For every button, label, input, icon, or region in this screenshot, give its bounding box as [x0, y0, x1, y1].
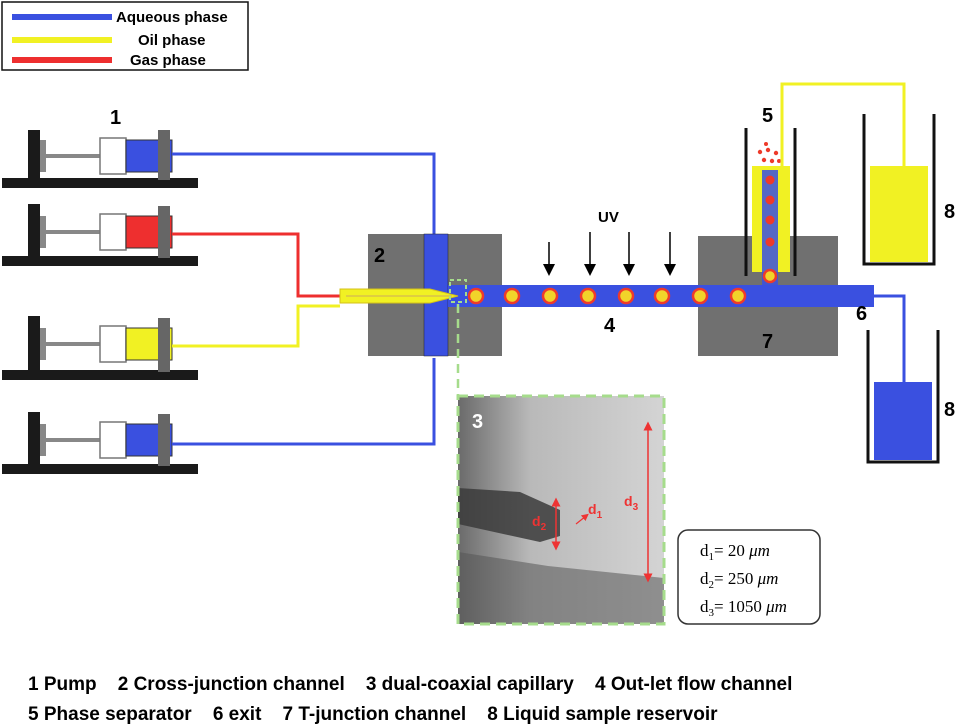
legend-item-gas: Gas phase	[12, 52, 206, 69]
syringe-pump-aqueous-2	[2, 412, 198, 474]
droplet	[653, 287, 671, 305]
inset-border	[456, 394, 666, 626]
droplet	[503, 287, 521, 305]
separator-droplet	[765, 215, 775, 225]
reservoir-aqueous-fill	[874, 382, 932, 460]
tube-oil-return	[780, 82, 906, 170]
tube-exit	[874, 294, 906, 384]
syringe-pump-gas	[2, 204, 198, 266]
label-cross-junction: 2	[374, 245, 385, 267]
caption-line-2: 5 Phase separator 6 exit 7 T-junction ch…	[28, 704, 718, 725]
label-exit: 6	[856, 303, 867, 325]
separator-droplet	[765, 237, 775, 247]
tube-aqueous-bottom	[172, 358, 436, 446]
tube-gas	[172, 232, 340, 298]
label-separator: 5	[762, 105, 773, 127]
d2-label: d2	[532, 513, 547, 533]
caption-line-1: 1 Pump 2 Cross-junction channel 3 dual-c…	[28, 674, 792, 695]
legend-label-aqueous: Aqueous phase	[116, 9, 228, 26]
droplet	[579, 287, 597, 305]
dimension-d3: d3= 1050 μm	[700, 597, 787, 619]
dimension-d2: d2= 250 μm	[700, 569, 778, 591]
separator-droplet	[765, 195, 775, 205]
separator-droplet	[762, 268, 778, 284]
syringe-pump-aqueous-1	[2, 130, 198, 188]
legend-label-oil: Oil phase	[138, 32, 206, 49]
label-pump: 1	[110, 107, 121, 129]
droplet	[467, 287, 485, 305]
d1-arrow	[575, 513, 589, 525]
syringe-pump-oil	[2, 316, 198, 380]
legend: Aqueous phase Oil phase Gas phase	[1, 1, 249, 71]
droplet	[617, 287, 635, 305]
d3-label: d3	[624, 493, 639, 513]
droplets	[467, 287, 747, 305]
capillary-micrograph-inset: 3 d3 d2 d1	[456, 394, 666, 626]
reservoir-oil-fill	[870, 166, 928, 262]
zoom-marker	[449, 279, 467, 303]
gas-bubbles	[757, 142, 781, 164]
inset-lower-shadow	[458, 552, 664, 624]
reservoir-aqueous	[866, 330, 940, 464]
label-reservoir-oil: 8	[944, 201, 955, 223]
d1-label: d1	[588, 501, 603, 521]
label-outlet: 4	[604, 315, 616, 337]
label-reservoir-aqueous: 8	[944, 399, 955, 421]
legend-label-gas: Gas phase	[130, 52, 206, 69]
label-uv: UV	[598, 209, 619, 226]
tube-oil	[172, 304, 340, 348]
legend-item-oil: Oil phase	[12, 32, 206, 49]
dimensions-box-frame	[677, 529, 821, 625]
dimensions-box: d1= 20 μm d2= 250 μm d3= 1050 μm	[677, 529, 821, 625]
inset-number: 3	[472, 411, 483, 433]
separator-droplet	[765, 175, 775, 185]
label-t-junction: 7	[762, 331, 773, 353]
reservoir-oil	[862, 114, 936, 266]
phase-separator	[744, 128, 797, 286]
tube-aqueous-top	[172, 152, 436, 234]
inset-capillary-tip	[458, 488, 560, 542]
legend-item-aqueous: Aqueous phase	[12, 9, 228, 26]
droplet	[541, 287, 559, 305]
droplet	[729, 287, 747, 305]
droplet	[691, 287, 709, 305]
uv-arrows	[543, 232, 676, 276]
dimension-d1: d1= 20 μm	[700, 541, 770, 563]
separator-tube	[762, 170, 778, 286]
